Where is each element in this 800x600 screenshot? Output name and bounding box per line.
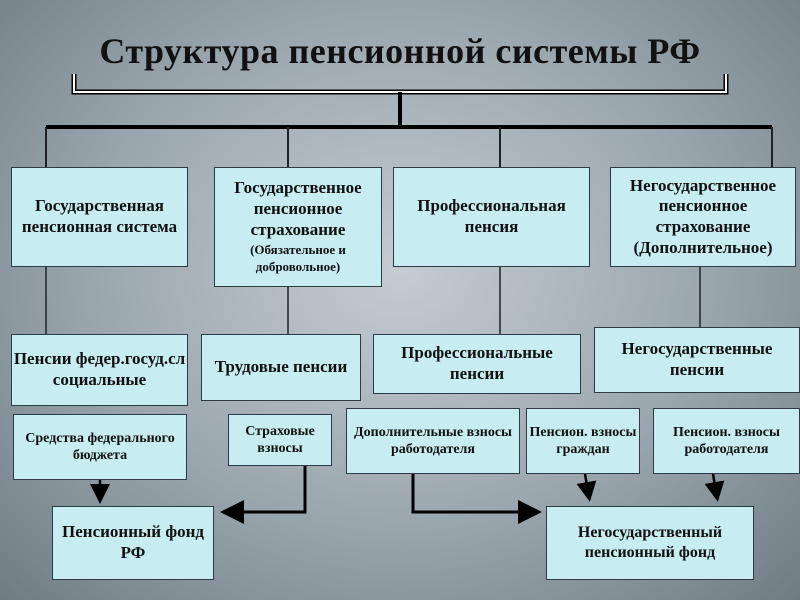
state-pension-system-box: Государственная пенсионная система: [11, 167, 188, 267]
state-pension-insurance-label: Государственное пенсионное страхование: [234, 178, 362, 239]
employer-additional-contributions-label: Дополнительные взносы работодателя: [354, 424, 512, 457]
nonstate-pension-fund-box: Негосударственный пенсионный фонд: [546, 506, 754, 580]
professional-pension-label: Профессиональная пенсия: [417, 196, 566, 236]
labor-pensions-label: Трудовые пенсии: [214, 357, 348, 377]
title-bracket-inner: [73, 74, 727, 93]
insurance-contributions-box: Страховые взносы: [228, 414, 332, 466]
citizen-contributions-label: Пенсион. взносы граждан: [529, 424, 637, 457]
professional-pension-box: Профессиональная пенсия: [393, 167, 590, 267]
federal-social-pensions-box: Пенсии федер.госуд.сл социальные: [11, 334, 188, 406]
nonstate-pension-fund-label: Негосударственный пенсионный фонд: [577, 524, 723, 561]
employer-contributions-box: Пенсион. взносы работодателя: [653, 408, 800, 474]
pension-fund-rf-label: Пенсионный фонд РФ: [62, 522, 204, 562]
insurance-contributions-label: Страховые взносы: [245, 423, 315, 456]
employer-additional-contributions-box: Дополнительные взносы работодателя: [346, 408, 520, 474]
federal-budget-box: Средства федерального бюджета: [13, 414, 187, 480]
diagram-title: Структура пенсионной системы РФ: [99, 31, 701, 71]
state-pension-system-label: Государственная пенсионная система: [21, 196, 178, 236]
nonstate-pension-insurance-note: (Дополнительное): [633, 237, 773, 257]
federal-budget-label: Средства федерального бюджета: [25, 430, 175, 463]
labor-pensions-box: Трудовые пенсии: [201, 334, 361, 401]
federal-social-pensions-label: Пенсии федер.госуд.сл социальные: [13, 349, 186, 389]
citizen-contributions-box: Пенсион. взносы граждан: [526, 408, 640, 474]
professional-pensions-box: Профессиональные пенсии: [373, 334, 581, 394]
employer-contributions-label: Пенсион. взносы работодателя: [673, 424, 780, 457]
professional-pensions-label: Профессиональные пенсии: [401, 343, 553, 383]
nonstate-pension-insurance-box: Негосударственное пенсионное страхование…: [610, 167, 796, 267]
nonstate-pensions-label: Негосударственные пенсии: [621, 339, 773, 379]
state-pension-insurance-box: Государственное пенсионное страхование (…: [214, 167, 382, 287]
nonstate-pensions-box: Негосударственные пенсии: [594, 327, 800, 393]
state-pension-insurance-note: (Обязательное и добровольное): [250, 241, 346, 275]
nonstate-pension-insurance-label: Негосударственное пенсионное страхование: [629, 175, 777, 236]
pension-fund-rf-box: Пенсионный фонд РФ: [52, 506, 214, 580]
title-bracket: [71, 74, 729, 95]
